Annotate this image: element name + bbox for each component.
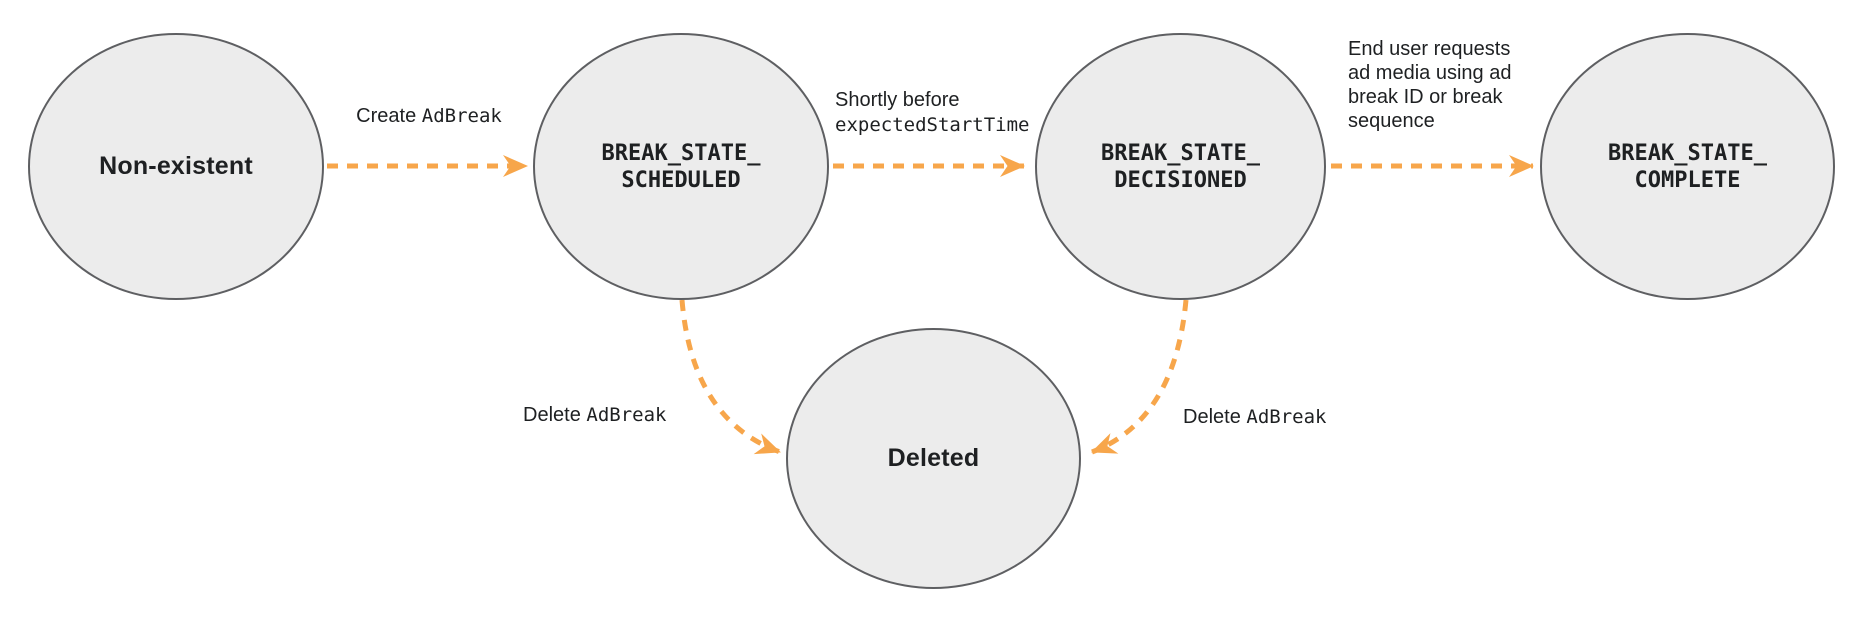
transition-label-code: AdBreak xyxy=(421,105,502,127)
state-node-non-existent: Non-existent xyxy=(28,33,324,300)
state-node-deleted: Deleted xyxy=(786,328,1081,589)
state-label-line2: DECISIONED xyxy=(1114,167,1247,193)
state-label: BREAK_STATE_ xyxy=(1101,140,1260,166)
transition-label-shortly-before: Shortly before expectedStartTime xyxy=(835,88,1029,138)
state-label-line2: COMPLETE xyxy=(1634,167,1741,193)
transition-label-create-adbreak: Create AdBreak xyxy=(329,104,529,129)
transition-label-text: Create xyxy=(356,105,422,127)
transition-label-text: Shortly before xyxy=(835,89,960,111)
transition-label-text: Delete xyxy=(1183,406,1247,428)
state-node-break-state-decisioned: BREAK_STATE_ DECISIONED xyxy=(1035,33,1326,300)
state-label: BREAK_STATE_ xyxy=(601,140,761,166)
transition-label-text: Delete xyxy=(523,404,587,426)
state-node-break-state-scheduled: BREAK_STATE_ SCHEDULED xyxy=(533,33,829,300)
transition-label-code: AdBreak xyxy=(586,404,667,426)
transition-label-delete-adbreak-left: Delete AdBreak xyxy=(523,403,666,428)
state-label-line2: SCHEDULED xyxy=(621,167,741,193)
edge-delete-from-scheduled-arrow xyxy=(679,299,781,455)
transition-label-code: AdBreak xyxy=(1246,406,1327,428)
state-node-break-state-complete: BREAK_STATE_ COMPLETE xyxy=(1540,33,1835,300)
state-label: Deleted xyxy=(887,444,980,472)
edge-delete-from-decisioned-arrow xyxy=(1091,299,1189,455)
transition-label-delete-adbreak-right: Delete AdBreak xyxy=(1183,405,1326,430)
state-label: BREAK_STATE_ xyxy=(1608,140,1767,166)
transition-label-end-user-requests: End user requests ad media using ad brea… xyxy=(1348,38,1512,132)
transition-label-code: expectedStartTime xyxy=(835,114,1030,136)
state-label: Non-existent xyxy=(99,152,253,180)
